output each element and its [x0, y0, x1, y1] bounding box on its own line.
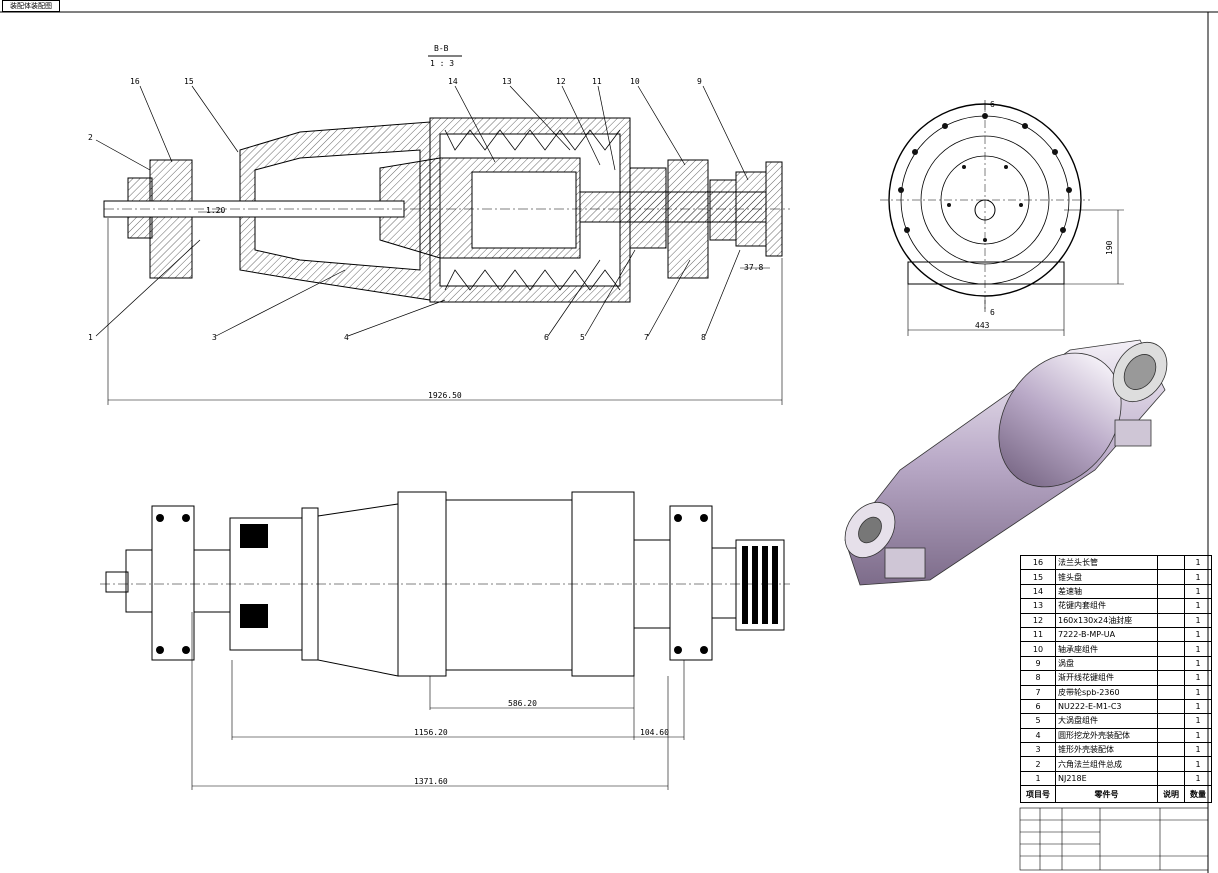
front-view [100, 491, 790, 677]
callout-leaders [95, 85, 749, 337]
end-view-dimensions [907, 100, 1124, 336]
dim-end-width: 443 [975, 321, 990, 330]
callout-5: 5 [580, 333, 585, 342]
end-view-bolts [898, 113, 1072, 242]
end-view-label-top: 6 [990, 100, 995, 109]
callout-9: 9 [697, 77, 702, 86]
dim-drum-length: 586.20 [508, 699, 537, 708]
callout-6: 6 [544, 333, 549, 342]
dim-shaft-dia: 1.20 [206, 206, 225, 215]
dim-pulley-width: 37.8 [744, 263, 763, 272]
title-block [1019, 807, 1209, 871]
callout-4: 4 [344, 333, 349, 342]
dim-end-height: 190 [1105, 240, 1114, 255]
callout-labels: 16 15 2 14 13 12 11 10 9 1 3 4 6 5 7 8 [88, 77, 706, 342]
dim-body-length: 1156.20 [414, 728, 448, 737]
section-dimensions [107, 211, 783, 405]
callout-1: 1 [88, 333, 93, 342]
callout-3: 3 [212, 333, 217, 342]
section-scale: 1 : 3 [430, 59, 454, 68]
dim-total-length: 1371.60 [414, 777, 448, 786]
callout-14: 14 [448, 77, 458, 86]
callout-10: 10 [630, 77, 640, 86]
front-dimensions [191, 612, 685, 790]
callout-8: 8 [701, 333, 706, 342]
end-view-label-bottom: 6 [990, 308, 995, 317]
end-view [880, 103, 1090, 310]
callout-7: 7 [644, 333, 649, 342]
callout-13: 13 [502, 77, 512, 86]
section-label: B-B [434, 44, 449, 53]
dim-overall-length: 1926.50 [428, 391, 462, 400]
front-view-details [156, 514, 778, 654]
isometric-render [844, 339, 1168, 586]
callout-12: 12 [556, 77, 566, 86]
section-view [103, 117, 790, 303]
callout-16: 16 [130, 77, 140, 86]
dim-pulley-offset: 104.60 [640, 728, 669, 737]
callout-2: 2 [88, 133, 93, 142]
bom-header: 项目号 零件号 说明 数量 [1020, 785, 1212, 804]
callout-11: 11 [592, 77, 602, 86]
callout-15: 15 [184, 77, 194, 86]
